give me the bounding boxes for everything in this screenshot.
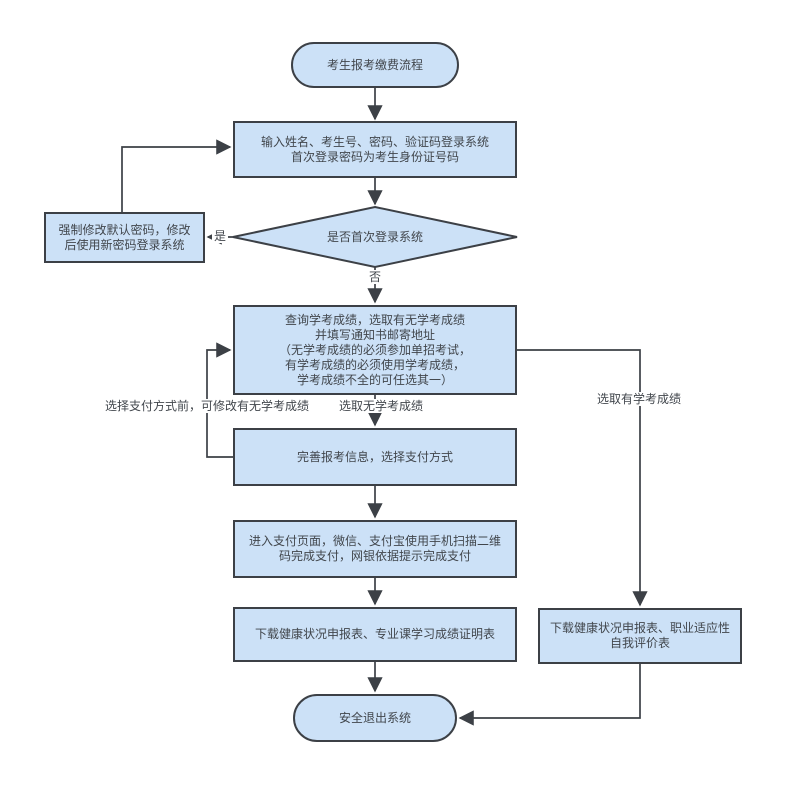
node-download-right-label: 下载健康状况申报表、职业适应性 自我评价表 [549,621,730,650]
edge-label-no-exam-scores: 选取无学考成绩 [336,399,426,413]
node-query-scores: 查询学考成绩，选取有无学考成绩 并填写通知书邮寄地址 （无学考成绩的必须参加单招… [233,305,517,395]
node-download-left-label: 下载健康状况申报表、专业课学习成绩证明表 [254,627,495,641]
node-end-label: 安全退出系统 [338,710,411,725]
edge-label-no: 否 [366,270,384,284]
node-download-left: 下载健康状况申报表、专业课学习成绩证明表 [233,607,517,662]
decision-diamond-shape [232,205,518,269]
node-login: 输入姓名、考生号、密码、验证码登录系统 首次登录密码为考生身份证号码 [233,121,517,178]
node-force-change-password-label: 强制修改默认密码，修改 后使用新密码登录系统 [58,222,191,252]
edge-label-has-exam-scores: 选取有学考成绩 [594,392,684,406]
node-query-scores-label: 查询学考成绩，选取有无学考成绩 并填写通知书邮寄地址 （无学考成绩的必须参加单招… [278,312,471,387]
node-payment: 进入支付页面，微信、支付宝使用手机扫描二维 码完成支付，网银依据提示完成支付 [233,520,517,578]
connector-query-to-download-right [515,349,648,607]
node-download-right: 下载健康状况申报表、职业适应性 自我评价表 [538,608,742,664]
connector-download-right-to-end [458,664,641,726]
node-payment-label: 进入支付页面，微信、支付宝使用手机扫描二维 码完成支付，网银依据提示完成支付 [248,534,501,563]
node-first-login-decision: 是否首次登录系统 [287,229,463,245]
node-end: 安全退出系统 [293,694,457,742]
node-complete-info: 完善报考信息，选择支付方式 [233,428,517,486]
node-first-login-decision-label: 是否首次登录系统 [326,229,423,244]
connector-password-back-to-login [121,139,232,212]
node-complete-info-label: 完善报考信息，选择支付方式 [296,449,453,464]
node-force-change-password: 强制修改默认密码，修改 后使用新密码登录系统 [44,212,205,263]
node-start: 考生报考缴费流程 [291,42,459,88]
node-start-label: 考生报考缴费流程 [326,57,423,72]
node-login-label: 输入姓名、考生号、密码、验证码登录系统 首次登录密码为考生身份证号码 [260,134,489,164]
edge-label-modify-before-pay: 选择支付方式前，可修改有无学考成绩 [102,399,312,413]
edge-label-yes: 是 [211,229,229,243]
